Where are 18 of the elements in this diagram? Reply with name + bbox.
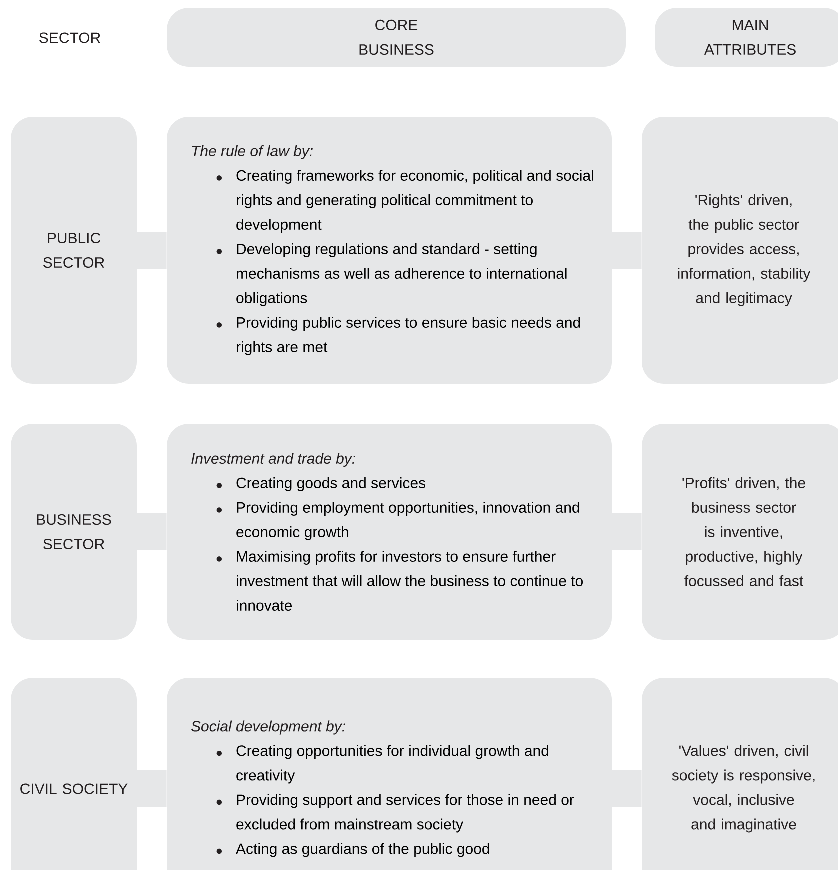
header-box: CORE BUSINESS	[167, 8, 626, 67]
sector-box: CIVIL SOCIETY	[11, 678, 137, 870]
column-heading: SECTOR	[40, 32, 100, 44]
activity-box: Investment and trade by: Creating goods and services Providing employment opportunities, innovation and economic growth Maximising profits for investors to ensure further investment that will allow the business to continue to innovate	[167, 424, 612, 640]
connector-band	[137, 770, 167, 808]
sector-box: PUBLIC SECTOR	[11, 117, 137, 384]
connector-band	[137, 232, 167, 269]
attribute-box: 'Rights' driven, the public sector provides access, information, stability and legitimacy	[642, 117, 838, 384]
sector-box: BUSINESS SECTOR	[11, 424, 137, 640]
connector-band	[612, 514, 642, 550]
connector-band	[137, 514, 167, 550]
activity-box: The rule of law by: Creating frameworks for economic, political and social rights and generating political commitment to development Developing regulations and standard - setting mechanisms as well as adherence to international obligations Providing public services to ensure basic needs and rights are met	[167, 117, 612, 384]
connector-band	[612, 232, 642, 269]
connector-band	[612, 770, 642, 808]
attribute-box: 'Profits' driven, the business sector is inventive, productive, highly focussed and fast	[642, 424, 838, 640]
header-box: MAIN ATTRIBUTES	[655, 8, 838, 67]
activity-box: Social development by: Creating opportunities for individual growth and creativity Providing support and services for those in need or excluded from mainstream society Acting as guardians of the public good	[167, 678, 612, 870]
attribute-box: 'Values' driven, civil society is responsive, vocal, inclusive and imaginative	[642, 678, 838, 870]
